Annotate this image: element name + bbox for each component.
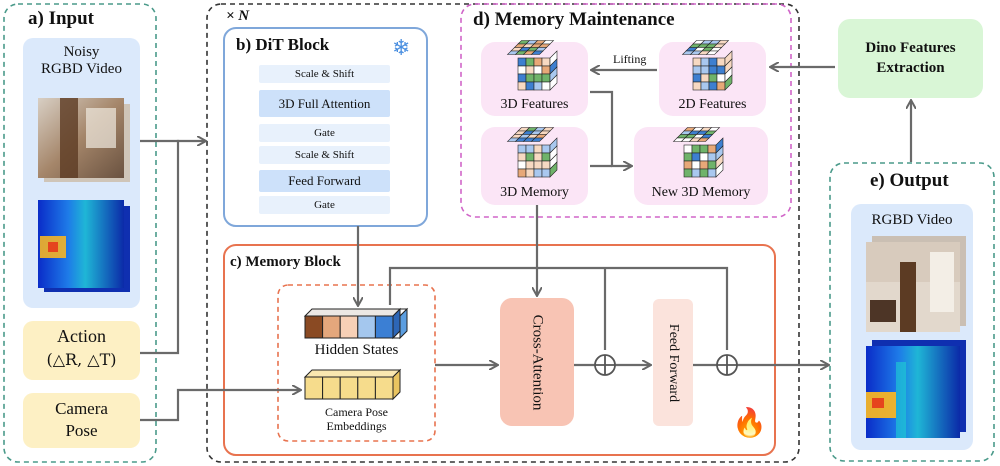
- noisy-video-label: Noisy RGBD Video: [41, 44, 122, 77]
- dino-card: [838, 19, 983, 98]
- dit-row-feed-forward: Feed Forward: [288, 173, 361, 188]
- output-panel: [829, 162, 995, 462]
- output-title: e) Output: [870, 170, 949, 191]
- camera-embedding-tokens: [303, 368, 402, 401]
- camera-embeddings-label: Camera Pose Embeddings: [325, 405, 388, 433]
- hidden-states-label: Hidden States: [314, 342, 399, 358]
- cube-new-3d-memory: [672, 127, 724, 178]
- dino-label: Dino Features Extraction: [865, 40, 956, 76]
- arrows: [140, 67, 911, 422]
- cross-attention-label: Cross-Attention: [529, 314, 546, 411]
- hidden-states-tokens: [303, 307, 409, 340]
- action-card: [23, 321, 140, 380]
- dit-row-scale-shift-2: Scale & Shift: [294, 149, 355, 161]
- flame-icon: 🔥: [732, 406, 767, 439]
- repeat-label: × N: [226, 8, 250, 24]
- feed-forward-label: Feed Forward: [666, 323, 681, 403]
- cube-3d-features: [506, 40, 558, 91]
- memory-3d-label: 3D Memory: [500, 185, 569, 200]
- memory-inputs-group: [277, 284, 436, 442]
- memory-block-card: [223, 244, 776, 456]
- camera-pose-card: [23, 393, 140, 448]
- lifting-label: Lifting: [613, 52, 647, 66]
- action-label: Action: [57, 326, 106, 346]
- dit-row-gate-2: Gate: [314, 199, 335, 211]
- dit-title: b) DiT Block: [236, 35, 330, 54]
- feed-forward-block: [653, 299, 693, 426]
- cube-3d-memory: [506, 127, 558, 178]
- dit-row-scale-shift-1: Scale & Shift: [294, 68, 355, 80]
- dit-row-gate-1: Gate: [314, 127, 335, 139]
- features-3d-label: 3D Features: [500, 97, 569, 112]
- new-memory-3d-label: New 3D Memory: [651, 185, 751, 200]
- memory-block-title: c) Memory Block: [230, 254, 341, 270]
- input-panel: [3, 3, 157, 463]
- camera-pose-label: Camera Pose: [55, 399, 108, 440]
- input-title: a) Input: [28, 8, 94, 29]
- dit-row-full-attention: 3D Full Attention: [278, 96, 371, 111]
- cross-attention-block: [500, 298, 574, 426]
- memory-maintenance-panel: [460, 3, 792, 218]
- features-2d-label: 2D Features: [678, 97, 747, 112]
- output-video-label: RGBD Video: [871, 212, 953, 228]
- maintenance-title: d) Memory Maintenance: [473, 9, 675, 30]
- cube-2d-features: [681, 40, 733, 91]
- action-formula: (△R, △T): [46, 350, 117, 369]
- snowflake-icon: ❄: [392, 36, 411, 61]
